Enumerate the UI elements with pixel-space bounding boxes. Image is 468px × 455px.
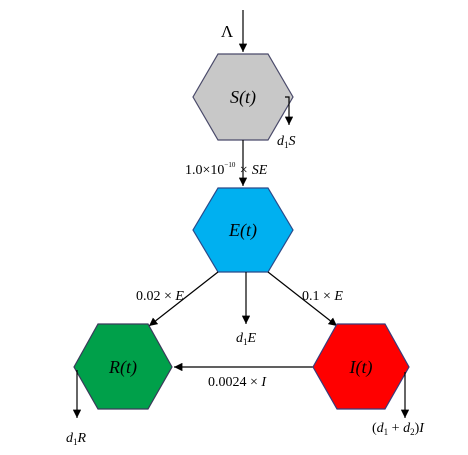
- outflow-s-arrow: [284, 96, 294, 125]
- edge-e-to-i-label: 0.1 × E: [302, 289, 343, 304]
- node-r-hexagon: [73, 323, 173, 410]
- node-i-hexagon: [312, 323, 410, 410]
- outflow-i-label: (d1 + d2)I: [372, 421, 425, 437]
- outflow-r-label: d1R: [66, 431, 87, 447]
- edge-e-to-i-arrow: [267, 271, 338, 327]
- node-i: I(t): [312, 323, 410, 410]
- outflow-s-label: d1S: [277, 134, 296, 150]
- node-e-label: E(t): [228, 220, 257, 241]
- edge-e-to-r-label: 0.02 × E: [136, 289, 184, 304]
- node-s-hexagon: [192, 53, 294, 141]
- node-s: S(t): [192, 53, 294, 141]
- node-s-label: S(t): [230, 87, 256, 108]
- node-r-label: R(t): [108, 357, 137, 378]
- edge-i-to-r-label: 0.0024 × I: [208, 375, 267, 390]
- inflow-lambda-label: Λ: [221, 22, 234, 41]
- edge-e-to-r-arrow: [148, 271, 219, 327]
- node-i-label: I(t): [349, 357, 373, 378]
- node-r: R(t): [73, 323, 173, 410]
- node-e: E(t): [192, 187, 294, 273]
- outflow-e-label: d1E: [236, 331, 257, 347]
- edge-s-to-e-label: 1.0×10−10 × SE: [185, 161, 268, 178]
